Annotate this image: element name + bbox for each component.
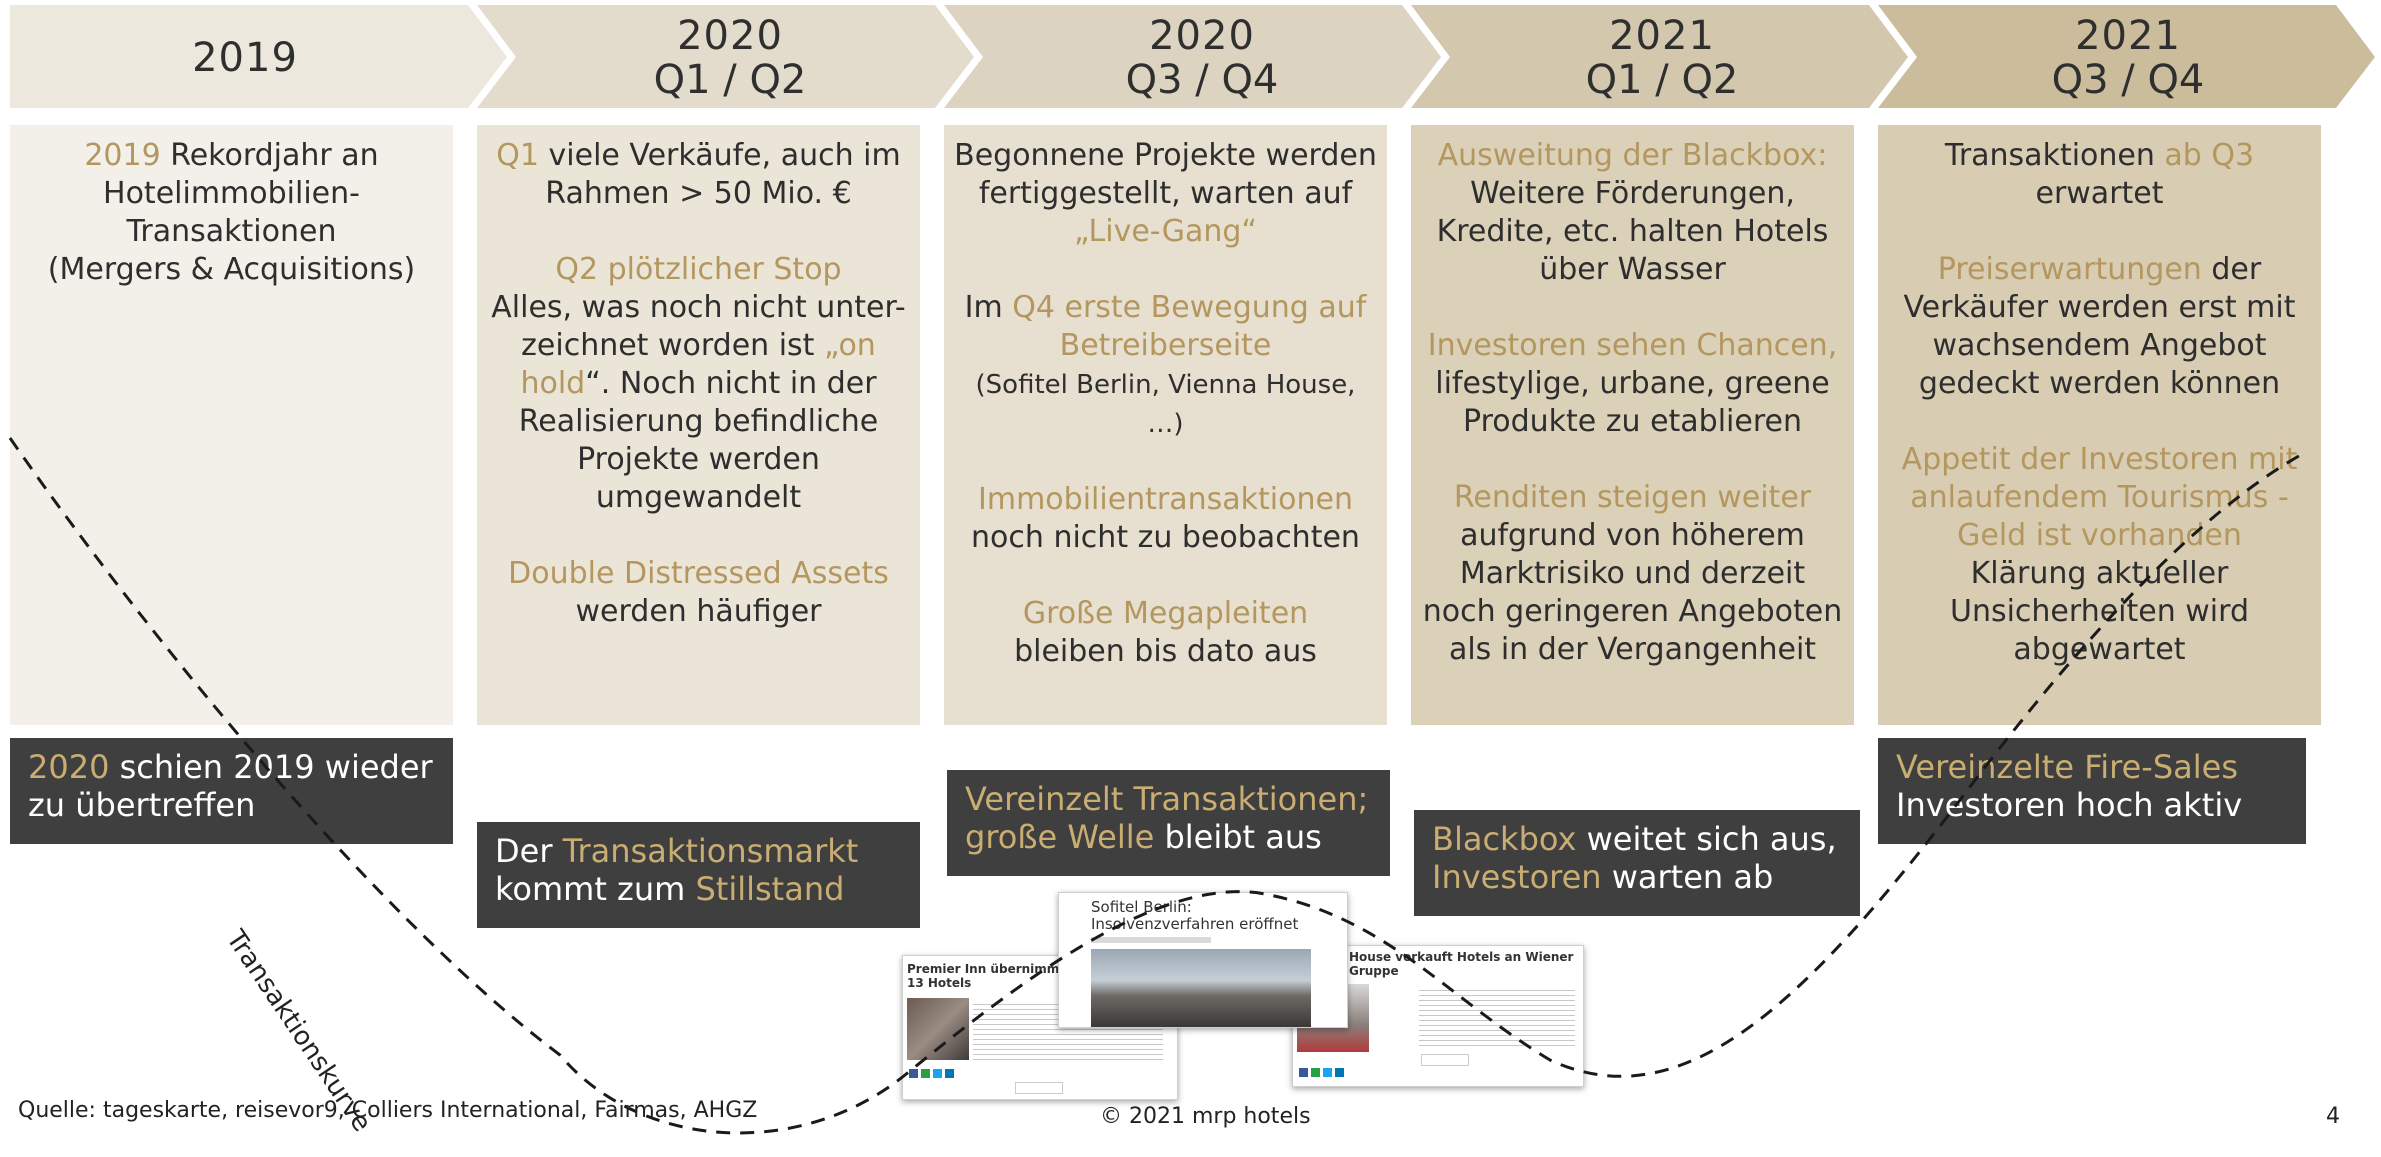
arrow-2019 (10, 5, 507, 108)
box-market-standstill: Der Transaktionsmarkt kommt zum Stillsta… (477, 822, 920, 928)
header-2021-q1q2: 2021 Q1 / Q2 (1432, 8, 1892, 108)
box-blackbox: Blackbox weitet sich aus, Investoren war… (1414, 810, 1860, 916)
arrow-2021-q1q2 (1411, 5, 1908, 108)
box4-text-b: warten ab (1601, 858, 1774, 896)
col3-q4-head: Q4 erste Bewegung auf Betreiberseite (1012, 290, 1367, 363)
header-quarter: Q3 / Q4 (2051, 57, 2205, 103)
box-isolated-transactions: Vereinzelt Transaktionen; große Welle bl… (947, 770, 1390, 876)
arrow-2021-q3q4 (1878, 5, 2375, 108)
copyright: © 2021 mrp hotels (1100, 1104, 1311, 1129)
col2-on-hold: „on hold (520, 328, 876, 401)
news-photo (1091, 949, 1311, 1027)
column-2019: 2019 Rekordjahr an Hotelimmobilien-Trans… (10, 125, 453, 725)
facebook-icon (1299, 1068, 1308, 1077)
page-number: 4 (2326, 1104, 2340, 1129)
header-year: 2021 (1609, 13, 1715, 59)
col3-examples: (Sofitel Berlin, Vienna House, …) (975, 370, 1356, 439)
timeline-arrows (10, 5, 2375, 108)
read-more-button[interactable] (1421, 1054, 1469, 1066)
col1-subtext: (Mergers & Acquisitions) (47, 252, 416, 287)
box2-gold-b: Stillstand (695, 870, 845, 908)
box5-gold: Vereinzelte Fire-Sales (1896, 748, 2239, 786)
col4-p1-head: Ausweitung der Blackbox: (1437, 138, 1828, 173)
source-note: Quelle: tageskarte, reisevor9, Colliers … (18, 1098, 758, 1123)
column-2020-q1q2: Q1 viele Verkäufe, auch im Rahmen > 50 M… (477, 125, 920, 725)
box1-year: 2020 (28, 748, 110, 786)
col4-p2-text: lifestylige, urbane, greene Produkte zu … (1435, 366, 1830, 439)
col5-p2-text: der Verkäufer werden erst mit wachsendem… (1903, 252, 2296, 401)
col3-p3-head: Immobilientransaktionen (978, 482, 1353, 517)
col4-p1-text: Weitere Förderungen, Kredite, etc. halte… (1436, 176, 1829, 287)
column-2021-q1q2: Ausweitung der Blackbox: Weitere Förderu… (1411, 125, 1854, 725)
col2-q1-text: viele Verkäufe, auch im Rahmen > 50 Mio.… (538, 138, 901, 211)
header-year: 2019 (192, 35, 298, 81)
col5-p1-text: Transaktionen (1944, 138, 2165, 173)
news-text-lines (1419, 986, 1575, 1046)
col5-ab-q3: ab Q3 (2164, 138, 2255, 173)
column-2020-q3q4: Begonnene Projekte werden fertiggestellt… (944, 125, 1387, 725)
col2-q2-text-a: Alles, was noch nicht unter-zeichnet wor… (491, 290, 906, 363)
header-year: 2020 (677, 13, 783, 59)
header-2021-q3q4: 2021 Q3 / Q4 (1898, 8, 2358, 108)
arrow-2020-q1q2 (477, 5, 974, 108)
box2-text-b: kommt zum (495, 870, 696, 908)
box2-text-a: Der (495, 832, 563, 870)
news-meta (1091, 937, 1211, 943)
header-quarter: Q1 / Q2 (1585, 57, 1739, 103)
col3-p2-text: Im (964, 290, 1013, 325)
news-clipping-sofitel: Sofitel Berlin: Insolvenzverfahren eröff… (1058, 892, 1348, 1028)
column-2021-q3q4: Transaktionen ab Q3 erwartet Preiserwart… (1878, 125, 2321, 725)
whatsapp-icon (1311, 1068, 1320, 1077)
col2-q1: Q1 (496, 138, 539, 173)
col3-p1-text: Begonnene Projekte werden fertiggestellt… (954, 138, 1377, 211)
col5-preiserwartungen: Preiserwartungen (1937, 252, 2202, 287)
col3-live-gang: „Live-Gang“ (1074, 214, 1257, 249)
read-more-button[interactable] (1015, 1082, 1063, 1094)
whatsapp-icon (921, 1069, 930, 1078)
linkedin-icon (1335, 1068, 1344, 1077)
col2-dda-head: Double Distressed Assets (508, 556, 889, 591)
news-photo (907, 998, 969, 1060)
col2-dda-text: werden häufiger (575, 594, 822, 629)
col1-year: 2019 (84, 138, 161, 173)
header-2020-q1q2: 2020 Q1 / Q2 (500, 8, 960, 108)
col5-p3-head: Appetit der Investoren mit anlaufendem T… (1901, 442, 2298, 553)
arrow-2020-q3q4 (944, 5, 1441, 108)
box-fire-sales: Vereinzelte Fire-Sales Investoren hoch a… (1878, 738, 2306, 844)
col3-p3-text: noch nicht zu beobachten (971, 520, 1360, 555)
col3-p4-head: Große Megapleiten (1022, 596, 1309, 631)
news-title: House verkauft Hotels an Wiener Gruppe (1349, 950, 1574, 978)
box-2020-record: 2020 schien 2019 wieder zu übertreffen (10, 738, 453, 844)
col3-p4-text: bleiben bis dato aus (1014, 634, 1317, 669)
twitter-icon (1323, 1068, 1332, 1077)
header-quarter: Q3 / Q4 (1125, 57, 1279, 103)
box4-text-a: weitet sich aus, (1576, 820, 1837, 858)
header-2020-q3q4: 2020 Q3 / Q4 (972, 8, 1432, 108)
linkedin-icon (945, 1069, 954, 1078)
col5-p3-text: Klärung aktueller Unsicherheiten wird ab… (1949, 556, 2249, 667)
col5-p1-text2: erwartet (2035, 176, 2164, 211)
box2-gold-a: Transaktionsmarkt (562, 832, 859, 870)
col1-text: Rekordjahr an Hotelimmobilien-Transaktio… (103, 138, 379, 249)
news-title: Sofitel Berlin: Insolvenzverfahren eröff… (1091, 898, 1299, 933)
col4-p3-text: aufgrund von höherem Marktrisiko und der… (1422, 518, 1843, 667)
header-year: 2021 (2075, 13, 2181, 59)
twitter-icon (933, 1069, 942, 1078)
box3-text: bleibt aus (1154, 818, 1322, 856)
col4-p2-head: Investoren sehen Chancen, (1427, 328, 1838, 363)
box4-gold-b: Investoren (1432, 858, 1602, 896)
header-year: 2020 (1149, 13, 1255, 59)
box5-text: Investoren hoch aktiv (1896, 786, 2243, 824)
box4-gold-a: Blackbox (1432, 820, 1577, 858)
header-quarter: Q1 / Q2 (653, 57, 807, 103)
header-2019: 2019 (10, 8, 480, 108)
col2-q2-head: Q2 plötzlicher Stop (555, 252, 842, 287)
facebook-icon (909, 1069, 918, 1078)
col4-p3-head: Renditen steigen weiter (1453, 480, 1812, 515)
